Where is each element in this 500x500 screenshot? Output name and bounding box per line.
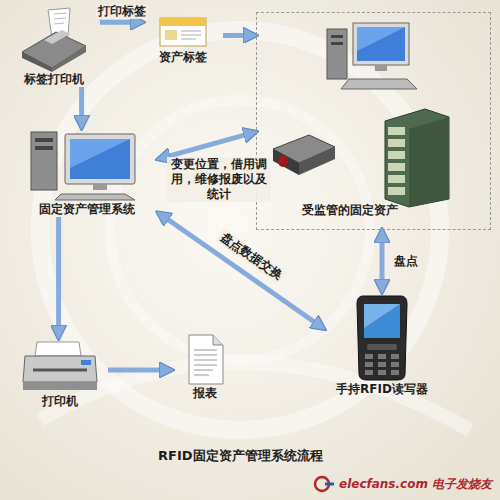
flow-arrow xyxy=(223,33,256,38)
node-label: 打印机 xyxy=(12,394,108,409)
edge-label: 变更位置，借用调用，维修报废以及统计 xyxy=(167,157,271,202)
monitored-assets-art xyxy=(257,13,490,229)
rfid-reader-icon xyxy=(351,292,413,382)
node-label: 受监管的固定资产 xyxy=(302,203,398,218)
flow-arrow xyxy=(380,230,385,292)
edge-label: 打印标签 xyxy=(96,4,148,19)
printer: 打印机 xyxy=(12,338,108,409)
flow-arrow xyxy=(56,217,61,338)
node-label: 报表 xyxy=(172,386,238,401)
label-printer-icon xyxy=(18,6,90,72)
report-icon xyxy=(183,332,227,386)
watermark-logo xyxy=(313,475,335,493)
asset-management-system: 固定资产管理系统 xyxy=(16,128,158,217)
edge-label: 盘点 xyxy=(392,254,420,269)
printer-icon xyxy=(19,338,101,394)
node-label: 手持RFID读写器 xyxy=(324,382,440,397)
monitored-assets-region: 受监管的固定资产 xyxy=(256,12,491,230)
flow-arrow xyxy=(108,367,172,372)
diagram-caption: RFID固定资产管理系统流程 xyxy=(158,447,323,465)
computer-icon xyxy=(25,128,149,202)
node-label: 标签打印机 xyxy=(8,72,100,87)
label-printer: 标签打印机 xyxy=(8,6,100,87)
flow-arrow xyxy=(158,132,256,159)
flow-arrow xyxy=(79,87,84,128)
asset-tag-icon xyxy=(156,14,210,50)
asset-tag: 资产标签 xyxy=(143,14,223,65)
rfid-reader: 手持RFID读写器 xyxy=(324,292,440,397)
watermark: elecfans.com 电子发烧友 xyxy=(339,476,492,493)
node-label: 固定资产管理系统 xyxy=(16,202,158,217)
node-label: 资产标签 xyxy=(143,50,223,65)
flow-arrow xyxy=(100,20,143,25)
report: 报表 xyxy=(172,332,238,401)
